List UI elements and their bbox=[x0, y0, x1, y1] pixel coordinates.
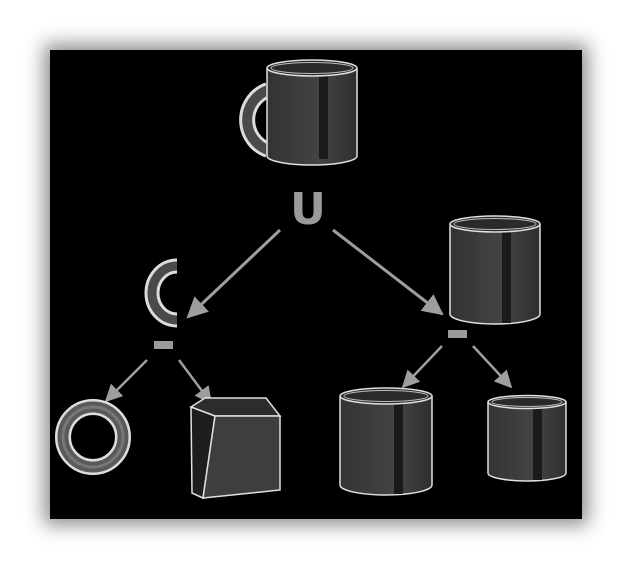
handle-arc-shape bbox=[144, 258, 178, 328]
cylinder-shape-bottom-left bbox=[339, 387, 433, 496]
arrow-left-left bbox=[104, 359, 148, 403]
mug-shape bbox=[239, 59, 358, 166]
cylinder-shape-bottom-right bbox=[487, 394, 567, 482]
csg-tree-diagram: U bbox=[50, 50, 582, 519]
cube-shape bbox=[189, 397, 282, 500]
arrow-right-left bbox=[401, 345, 443, 389]
union-operator: U bbox=[290, 184, 326, 235]
arrow-root-right bbox=[332, 228, 444, 316]
difference-operator-left bbox=[154, 341, 173, 349]
arrow-left-right bbox=[177, 359, 213, 405]
arrow-root-left bbox=[186, 228, 282, 319]
diagram-frame: U bbox=[50, 50, 582, 519]
arrow-right-right bbox=[472, 345, 513, 389]
torus-shape bbox=[55, 399, 131, 475]
difference-operator-right bbox=[448, 330, 467, 338]
cylinder-shape-right bbox=[449, 215, 541, 325]
